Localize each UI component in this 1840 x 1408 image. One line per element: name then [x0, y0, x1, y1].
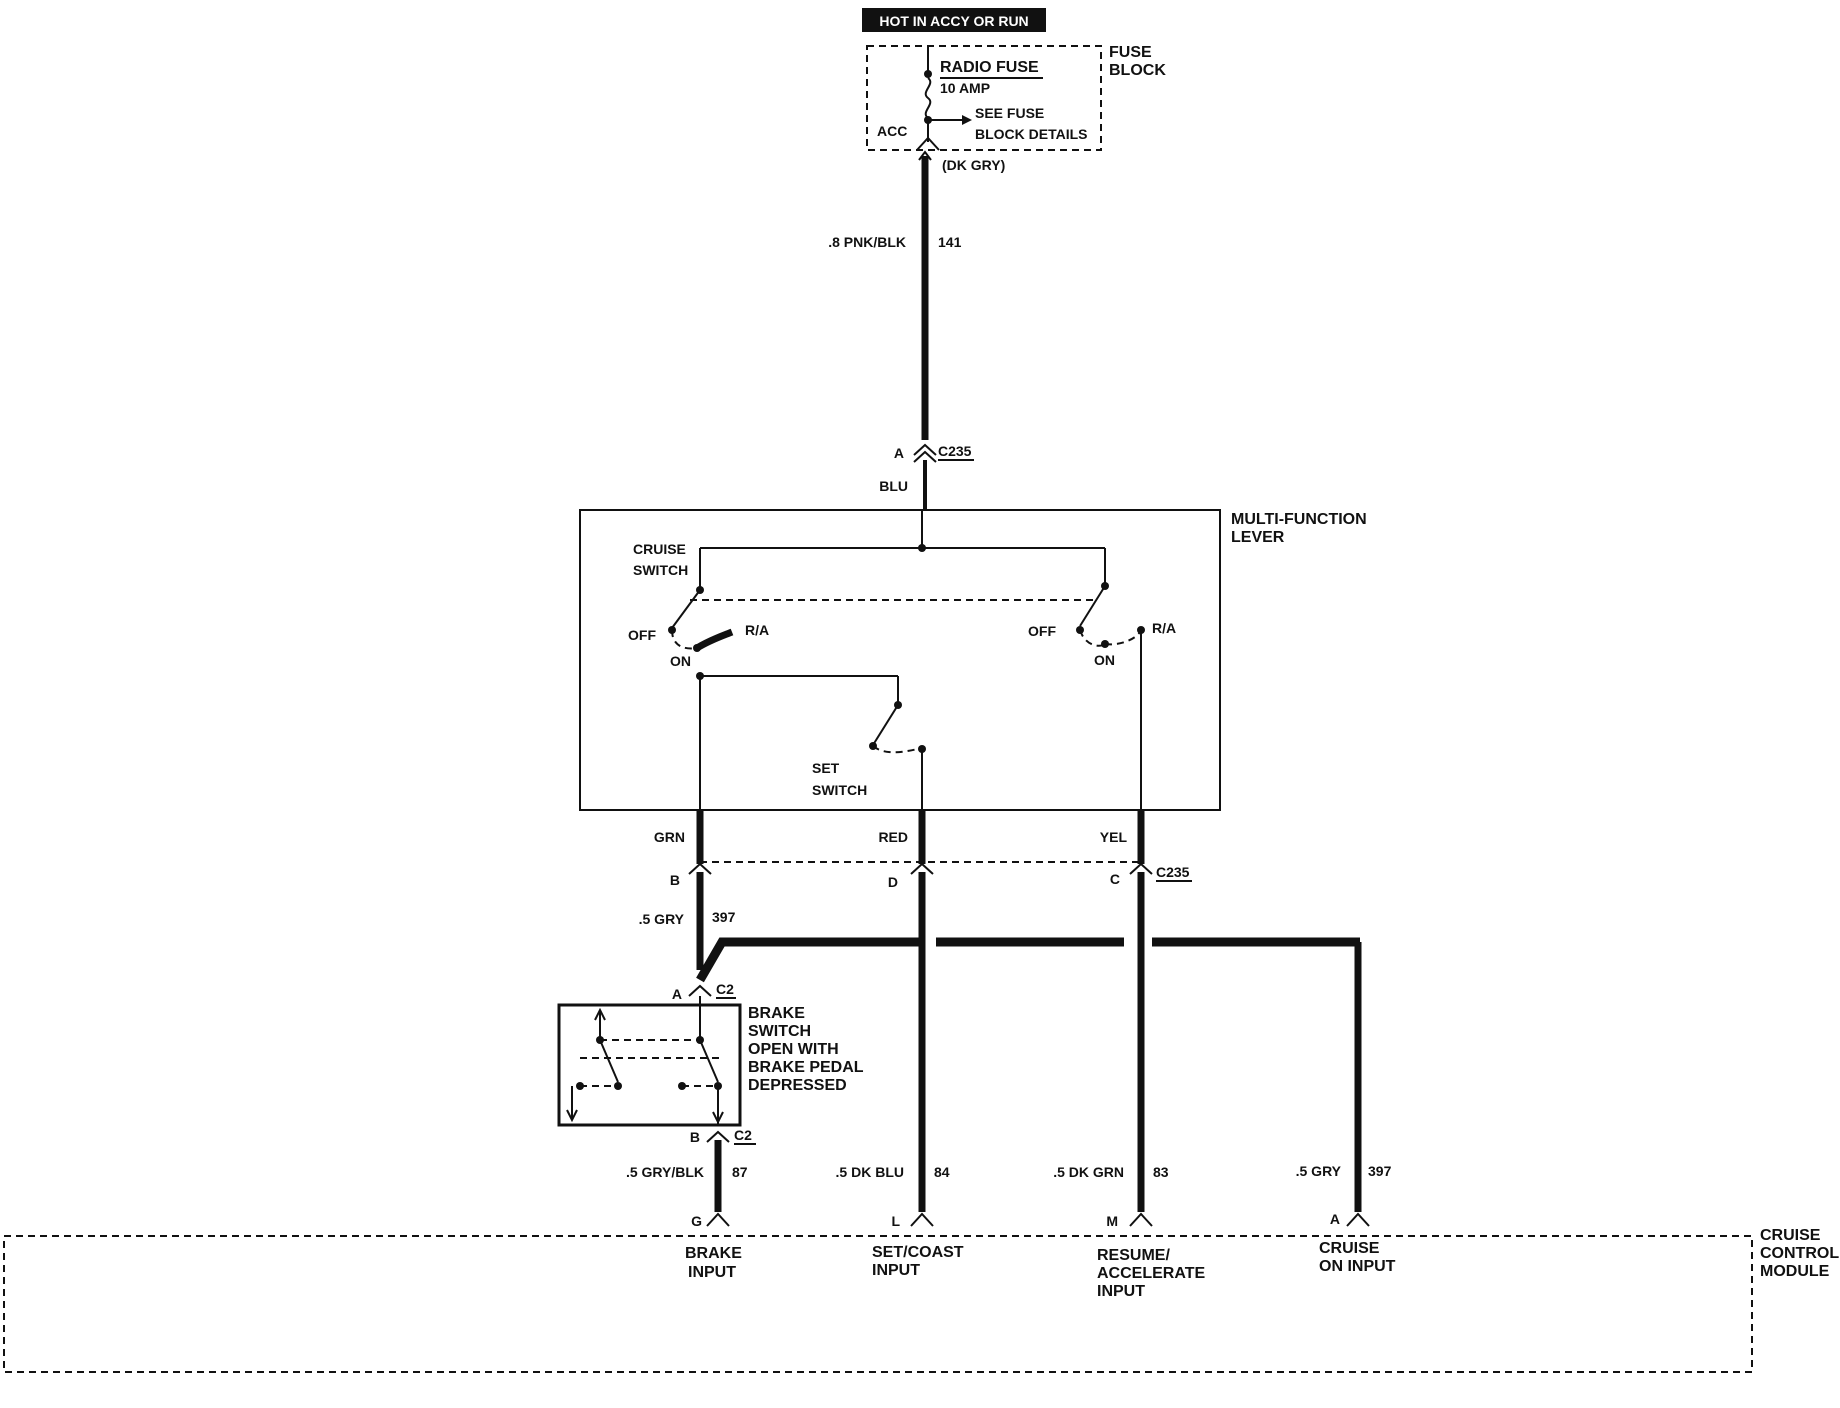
set-switch-label-1: SET [812, 760, 840, 776]
wire-red: RED [878, 829, 908, 845]
set-switch-label-2: SWITCH [812, 782, 867, 798]
c235-pin-b: B [670, 872, 680, 888]
fuse-block-outline [866, 45, 1102, 151]
hot-label-text: HOT IN ACCY OR RUN [879, 13, 1028, 29]
on-left-label: ON [670, 653, 691, 669]
brake-switch-label-1: BRAKE [748, 1005, 805, 1022]
resume-label-3: INPUT [1097, 1283, 1145, 1300]
see-fuse-2: BLOCK DETAILS [975, 126, 1088, 142]
module-pin-l: L [891, 1213, 900, 1229]
resume-label-1: RESUME/ [1097, 1247, 1170, 1264]
on-right-label: ON [1094, 652, 1115, 668]
off-left-label: OFF [628, 627, 656, 643]
wire-397-color: .5 GRY [639, 911, 685, 927]
connector-icon [916, 136, 940, 151]
ra-right-label: R/A [1152, 620, 1176, 636]
c235-pin-a: A [894, 445, 904, 461]
cruise-switch-right-blade [1079, 585, 1106, 627]
arrow-down-icon [566, 1109, 578, 1123]
brake-switch-label-4: BRAKE PEDAL [748, 1059, 864, 1076]
see-fuse-1: SEE FUSE [975, 105, 1044, 121]
brake-input-label-1: BRAKE [685, 1245, 742, 1262]
c2-pin-a: A [672, 986, 682, 1002]
c2-bottom-name: C2 [734, 1127, 752, 1143]
cruise-switch-label-1: CRUISE [633, 541, 686, 557]
brake-switch: BRAKE SWITCH OPEN WITH BRAKE PEDAL DEPRE… [557, 1003, 864, 1127]
fuse-icon [924, 77, 932, 119]
wire-141: .8 PNK/BLK 141 [828, 150, 962, 440]
connector-c2-a: A C2 [672, 981, 736, 1005]
wire-84-color: .5 DK BLU [836, 1164, 904, 1180]
multifunction-lever: MULTI-FUNCTION LEVER CRUISE SWITCH OFF R… [579, 509, 1367, 811]
acc-label: ACC [877, 123, 907, 139]
connector-c235-a: A C235 BLU [879, 443, 974, 510]
arrow-right-icon [962, 115, 972, 125]
fuse-block-title-1: FUSE [1109, 44, 1152, 61]
ra-left-label: R/A [745, 622, 769, 638]
off-right-label: OFF [1028, 623, 1056, 639]
c2-pin-b: B [690, 1129, 700, 1145]
cruise-module-title-2: CONTROL [1760, 1245, 1839, 1262]
lever-output-wires: GRN RED YEL B D C C235 [654, 810, 1192, 890]
wire-141-circuit: 141 [938, 234, 962, 250]
wire-87-circuit: 87 [732, 1164, 748, 1180]
connector-c2-b: B C2 [690, 1127, 756, 1145]
wire-397-circuit: 397 [712, 909, 736, 925]
brake-switch-label-2: SWITCH [748, 1023, 811, 1040]
wire-grn: GRN [654, 829, 685, 845]
brake-switch-box [557, 1003, 742, 1127]
multifunction-title-2: LEVER [1231, 529, 1285, 546]
wire-blu: BLU [879, 478, 908, 494]
fuse-block: FUSE BLOCK RADIO FUSE 10 AMP SEE FUSE BL… [866, 44, 1166, 173]
fuse-terminal-dot [924, 70, 932, 78]
hot-label: HOT IN ACCY OR RUN [862, 8, 1046, 32]
wire-397: .5 GRY 397 [639, 872, 1362, 1212]
c235-bottom-name: C235 [1156, 864, 1190, 880]
terminal-color: (DK GRY) [942, 157, 1005, 173]
module-wires: .5 GRY/BLK 87 .5 DK BLU 84 .5 DK GRN 83 … [626, 872, 1392, 1227]
cruise-module-outline [3, 1235, 1753, 1373]
wire-397r-circuit: 397 [1368, 1163, 1392, 1179]
cruise-switch-left-blade [671, 589, 701, 629]
resume-label-2: ACCELERATE [1097, 1265, 1205, 1282]
c2-top-name: C2 [716, 981, 734, 997]
wire-83-color: .5 DK GRN [1053, 1164, 1124, 1180]
fuse-rating: 10 AMP [940, 80, 990, 96]
module-pin-a: A [1330, 1211, 1340, 1227]
wire-87-color: .5 GRY/BLK [626, 1164, 704, 1180]
fuse-name: RADIO FUSE [940, 59, 1039, 76]
set-coast-label-2: INPUT [872, 1262, 920, 1279]
cruise-module-title-1: CRUISE [1760, 1227, 1821, 1244]
c235-pin-c: C [1110, 871, 1120, 887]
wire-397r-color: .5 GRY [1296, 1163, 1342, 1179]
cruise-on-label-1: CRUISE [1319, 1240, 1380, 1257]
cruise-on-label-2: ON INPUT [1319, 1258, 1396, 1275]
fuse-block-title-2: BLOCK [1109, 62, 1166, 79]
arrow-up-icon [594, 1007, 606, 1021]
wire-141-color: .8 PNK/BLK [828, 234, 906, 250]
set-coast-label-1: SET/COAST [872, 1244, 964, 1261]
cruise-switch-label-2: SWITCH [633, 562, 688, 578]
module-pin-m: M [1106, 1213, 1118, 1229]
cruise-control-module: CRUISE CONTROL MODULE G BRAKE INPUT L SE… [3, 1211, 1839, 1373]
set-switch-blade [872, 704, 899, 746]
module-pin-g: G [691, 1213, 702, 1229]
multifunction-title-1: MULTI-FUNCTION [1231, 511, 1367, 528]
cruise-module-title-3: MODULE [1760, 1263, 1830, 1280]
c235-top-name: C235 [938, 443, 972, 459]
brake-switch-label-3: OPEN WITH [748, 1041, 839, 1058]
wire-84-circuit: 84 [934, 1164, 950, 1180]
wire-yel: YEL [1100, 829, 1128, 845]
brake-input-label-2: INPUT [688, 1264, 736, 1281]
c235-pin-d: D [888, 874, 898, 890]
multifunction-lever-box [579, 509, 1221, 811]
brake-switch-label-5: DEPRESSED [748, 1077, 847, 1094]
wire-83-circuit: 83 [1153, 1164, 1169, 1180]
